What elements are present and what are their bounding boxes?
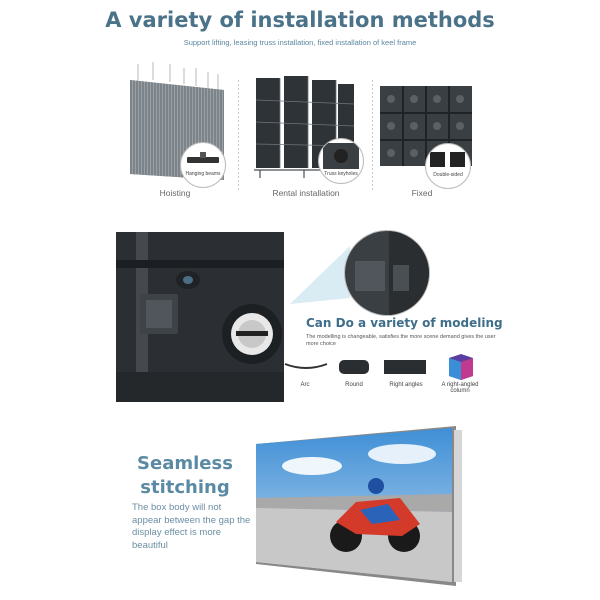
fixed-label: Fixed: [411, 188, 433, 198]
rental-installation-label: Rental installation: [272, 188, 340, 198]
truss-keyholes-callout: Truss keyholes: [318, 138, 364, 184]
truss-rack-image: [250, 70, 360, 180]
round-shape-icon: [337, 358, 371, 376]
hoisting-label: Hoisting: [159, 188, 191, 198]
right-angled-column-label: A right-angled column: [441, 382, 479, 394]
seamless-title: Seamless stitching: [130, 452, 240, 500]
callout-connector: [290, 240, 350, 310]
hanging-beams-callout: Hanging beams: [180, 142, 226, 188]
double-sided-callout: Double-sided: [425, 143, 471, 189]
right-angles-label: Right angles: [389, 382, 423, 388]
panel-detail-callout: [344, 230, 430, 316]
motorcycle-display-image: [252, 424, 466, 590]
divider-2: [372, 80, 373, 190]
arc-shape-icon: [283, 360, 329, 374]
panel-back-closeup-image: [116, 232, 284, 402]
modeling-title: Can Do a variety of modeling: [306, 316, 503, 330]
double-sided-label: Double-sided: [433, 172, 463, 178]
page-subtitle: Support lifting, leasing truss installat…: [183, 38, 417, 47]
fixed-grid-image: [380, 86, 472, 166]
truss-keyholes-label: Truss keyholes: [324, 171, 358, 177]
seamless-title-line2: stitching: [140, 477, 230, 498]
arc-label: Arc: [300, 382, 310, 388]
page-title: A variety of installation methods: [105, 8, 495, 32]
hanging-beams-label: Hanging beams: [185, 171, 221, 177]
seamless-title-line1: Seamless: [137, 453, 233, 474]
seamless-description: The box body will not appear between the…: [132, 502, 251, 551]
round-label: Round: [345, 382, 363, 388]
divider-1: [238, 80, 239, 190]
right-angled-column-icon: [445, 352, 475, 380]
modeling-description: The modelling is changeable, satisfies t…: [306, 334, 496, 347]
right-angles-shape-icon: [382, 358, 428, 376]
